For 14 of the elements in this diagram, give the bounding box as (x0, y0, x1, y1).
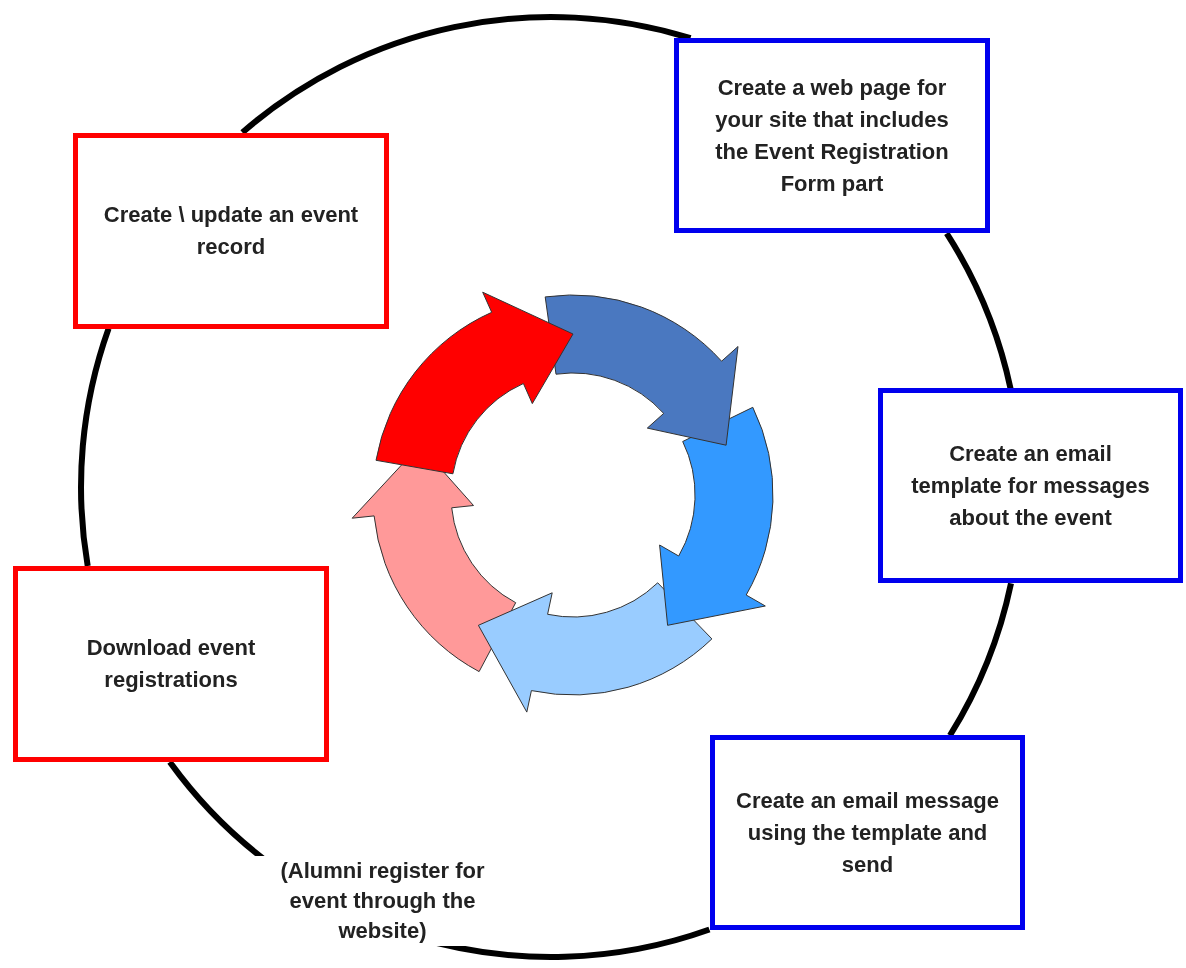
process-box (878, 388, 1183, 583)
circle-connector (240, 14, 692, 135)
step-text: Create an email template for messages about the event (910, 439, 1151, 532)
step-text: Create a web page for your site that includes the Event Registration Form part (714, 73, 950, 198)
process-box (674, 38, 990, 233)
circle-connector (78, 327, 112, 567)
step-text: Create an email message using the template and send (735, 786, 1000, 879)
circle-connector (944, 231, 1014, 390)
step-text: Create \ update an event record (102, 201, 360, 261)
step-text: Download event registrations (85, 634, 257, 694)
process-box (73, 133, 389, 329)
circle-connector (947, 582, 1014, 737)
process-box (710, 735, 1025, 930)
process-box (13, 566, 329, 762)
